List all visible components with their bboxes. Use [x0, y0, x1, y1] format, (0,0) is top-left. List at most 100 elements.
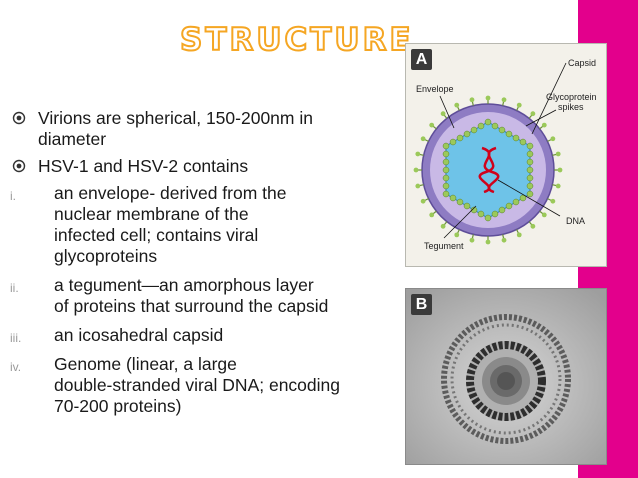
capsomer: [477, 122, 485, 130]
spike-head: [429, 122, 435, 128]
sub-item: iv. Genome (linear, a large double-stran…: [10, 354, 410, 417]
capsomer: [526, 150, 534, 158]
spike-head: [415, 151, 421, 157]
dna-strand: [478, 146, 497, 194]
capsomer: [484, 214, 492, 222]
sub-item-number: iv.: [10, 360, 22, 374]
spike-head: [530, 223, 536, 229]
spike-head: [516, 102, 522, 108]
tegument-leader: [443, 205, 477, 239]
spike-head: [440, 111, 446, 117]
capsomer: [491, 122, 499, 130]
capsomer: [442, 158, 450, 166]
envelope-leader: [439, 95, 455, 129]
capsomer: [484, 118, 492, 126]
spike-head: [469, 237, 475, 243]
capsomer: [449, 194, 457, 202]
capsomer: [526, 190, 534, 198]
sub-item-text-line: an icosahedral capsid: [54, 325, 224, 345]
capsomer: [512, 198, 520, 206]
sub-item: ii. a tegument—an amorphous layer of pro…: [10, 275, 410, 317]
capsomer: [526, 158, 534, 166]
capsomer: [442, 190, 450, 198]
sub-item-text-line: infected cell; contains viral: [54, 225, 259, 245]
spike-head: [415, 183, 421, 189]
bullet-text-line: diameter: [38, 129, 107, 149]
capsomer: [498, 206, 506, 214]
dna-label: DNA: [566, 216, 585, 226]
sub-item-text-line: glycoproteins: [54, 246, 158, 266]
bullet-text-line: HSV-1 and HSV-2 contains: [38, 156, 249, 176]
spikes-leader: [525, 109, 557, 127]
capsomer: [526, 142, 534, 150]
circle-bullet-icon: [12, 111, 26, 125]
spike-head: [501, 97, 507, 103]
sub-item: i. an envelope- derived from the nuclear…: [10, 183, 410, 267]
capsomer: [470, 206, 478, 214]
capsomer: [456, 198, 464, 206]
envelope-label: Envelope: [416, 84, 454, 94]
spike-head: [501, 237, 507, 243]
bullet-list: Virions are spherical, 150-200nm in diam…: [10, 108, 410, 425]
spike-head: [420, 198, 426, 204]
bullet-item: HSV-1 and HSV-2 contains: [10, 156, 410, 177]
spike-head: [550, 198, 556, 204]
spike-head: [541, 212, 547, 218]
capsomer: [442, 166, 450, 174]
capsomer: [463, 202, 471, 210]
sub-item-text-line: Genome (linear, a large: [54, 354, 237, 374]
spike-head: [429, 212, 435, 218]
sub-item-number: i.: [10, 189, 16, 203]
figure-b-badge: B: [411, 294, 432, 315]
capsomer: [449, 138, 457, 146]
spike-head: [440, 223, 446, 229]
sub-item-text-line: nuclear membrane of the: [54, 204, 249, 224]
figure-a-badge: A: [411, 49, 432, 70]
virion-diagram: A Capsid Envelope Glycoprotein spikes DN…: [405, 43, 607, 267]
spike-head: [557, 167, 563, 173]
virion-illustration: Capsid Envelope Glycoprotein spikes DNA …: [413, 58, 597, 251]
sub-item-number: iii.: [10, 331, 22, 345]
capsomer: [456, 134, 464, 142]
capsomer: [526, 174, 534, 182]
capsomer-dots: [442, 118, 534, 222]
capsomer: [519, 194, 527, 202]
glycoprotein-label: Glycoprotein: [546, 92, 597, 102]
capsomer: [505, 202, 513, 210]
capsomer: [442, 142, 450, 150]
capsomer: [519, 138, 527, 146]
sub-item-text-line: of proteins that surround the capsid: [54, 296, 329, 316]
sub-item: iii. an icosahedral capsid: [10, 325, 410, 346]
spike-head: [530, 111, 536, 117]
capsomer: [526, 182, 534, 190]
electron-micrograph: B: [405, 288, 607, 465]
spike-head: [420, 136, 426, 142]
spike-head: [454, 232, 460, 238]
sub-item-text-line: double-stranded viral DNA; encoding: [54, 375, 340, 395]
spike-head: [485, 239, 491, 245]
spike-head: [555, 151, 561, 157]
spike-head: [541, 122, 547, 128]
bullet-item: Virions are spherical, 150-200nm in diam…: [10, 108, 410, 150]
sub-item-text-line: a tegument—an amorphous layer: [54, 275, 314, 295]
spikes-label: spikes: [558, 102, 584, 112]
capsomer: [512, 134, 520, 142]
spike-head: [469, 97, 475, 103]
slide-title: STRUCTURE: [179, 21, 414, 59]
sub-item-text-line: 70-200 proteins): [54, 396, 182, 416]
spike-head: [516, 232, 522, 238]
micrograph-image: [406, 289, 606, 464]
capsomer: [470, 126, 478, 134]
spike-head: [550, 136, 556, 142]
glycoprotein-spikes: [413, 95, 563, 245]
capsomer: [442, 174, 450, 182]
spike-head: [485, 95, 491, 101]
sub-item-number: ii.: [10, 281, 19, 295]
capsid-leader: [531, 62, 567, 135]
spike-head: [413, 167, 419, 173]
capsomer: [442, 182, 450, 190]
spike-head: [454, 102, 460, 108]
capsomer: [526, 166, 534, 174]
capsomer: [442, 150, 450, 158]
capsomer: [491, 210, 499, 218]
